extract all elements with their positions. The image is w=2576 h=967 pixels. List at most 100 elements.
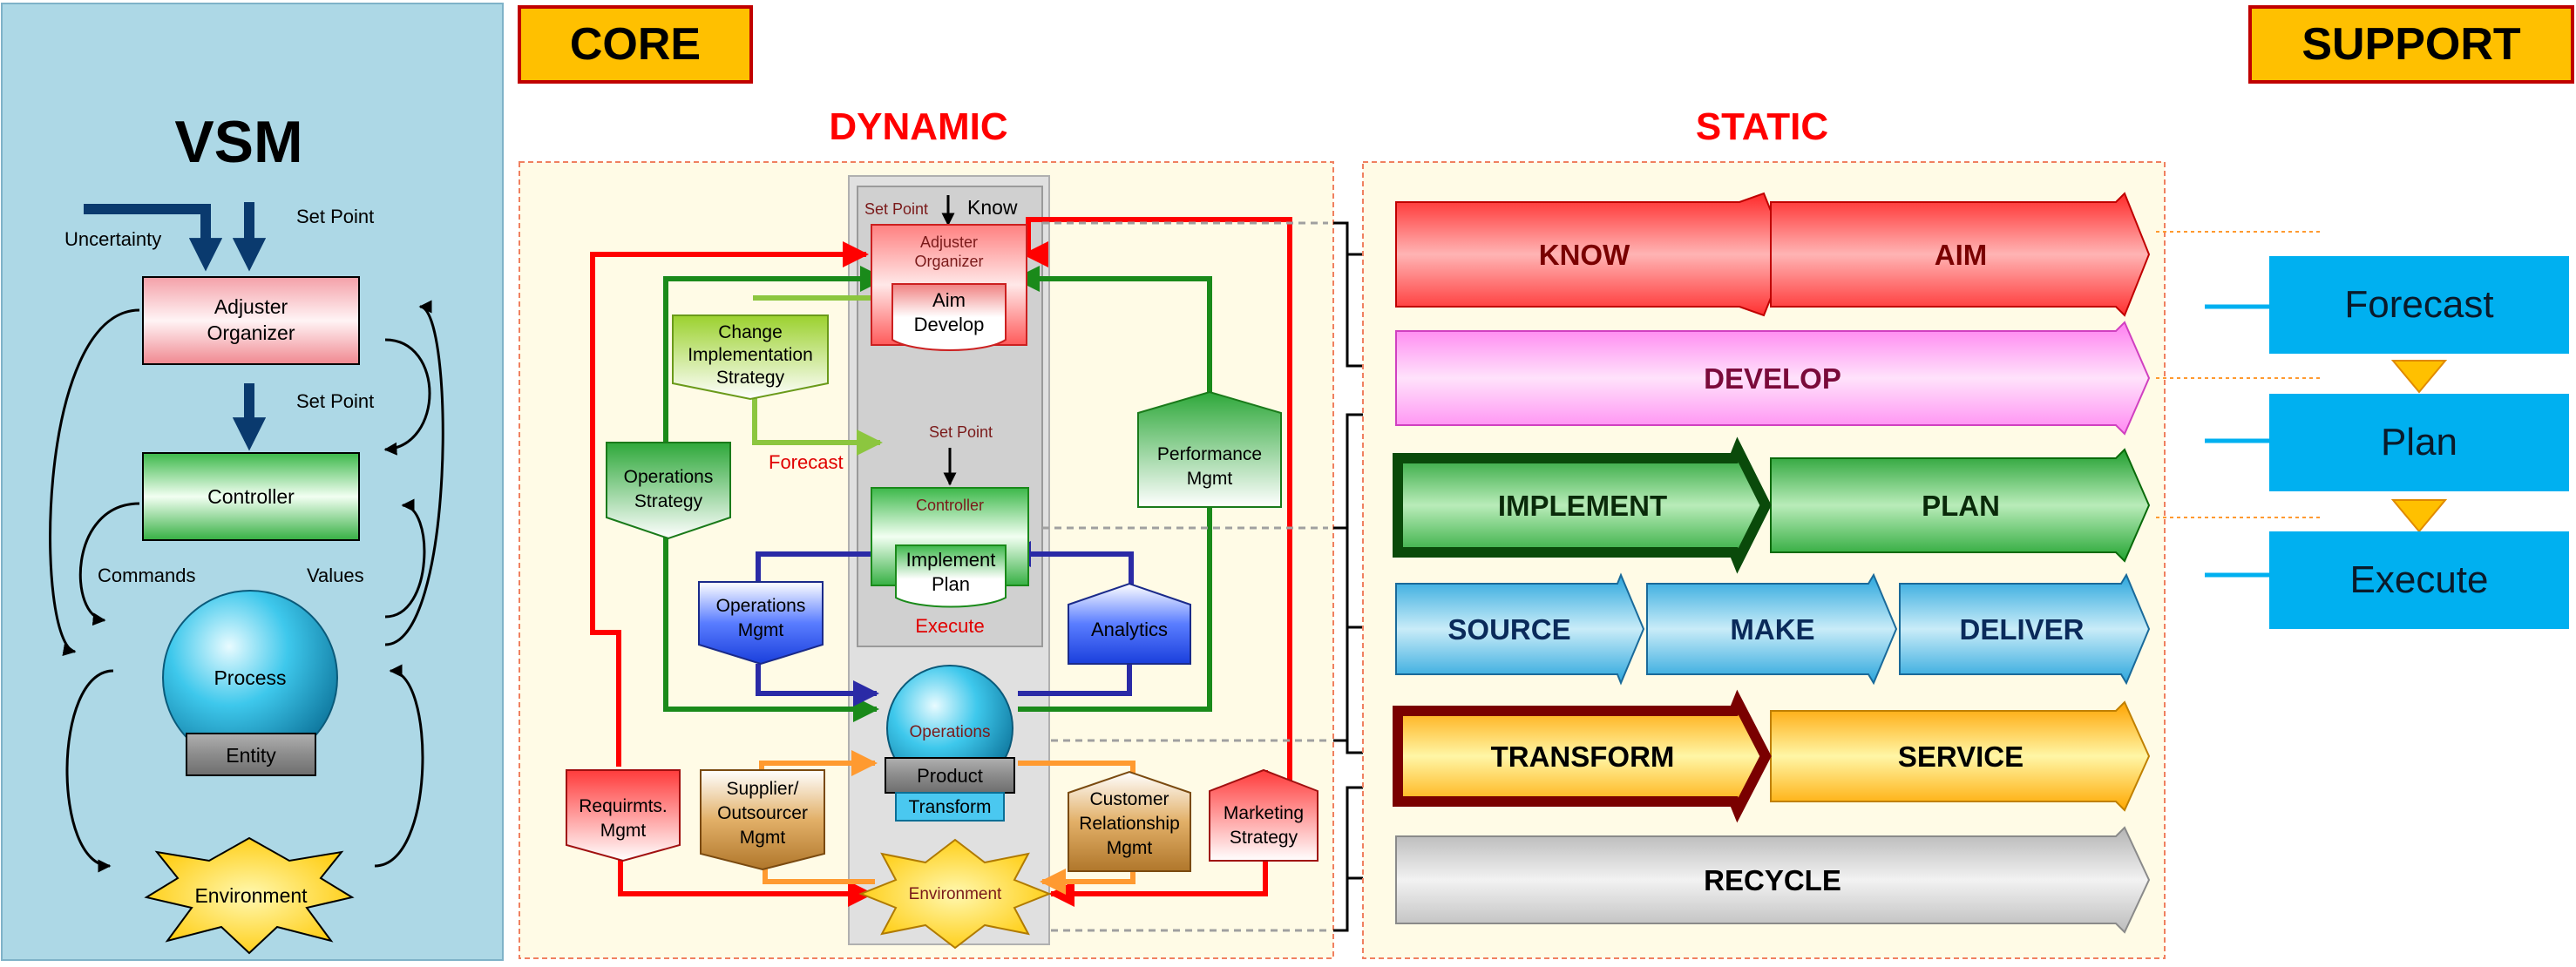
core-execute-label: Execute [915, 615, 985, 637]
change-impl-line1: Change [718, 322, 783, 342]
static-title: STATIC [1696, 105, 1828, 148]
vsm-title: VSM [174, 109, 302, 175]
vsm-environment-label: Environment [194, 884, 308, 907]
arrow-aim-label: AIM [1935, 239, 1988, 271]
change-impl-line3: Strategy [716, 368, 785, 388]
arrow-transform [1393, 689, 1772, 823]
change-impl-line2: Implementation [688, 345, 813, 365]
arrow-source [1395, 572, 1645, 686]
support-execute-label: Execute [2350, 558, 2489, 601]
perf-mgmt-tag [1137, 390, 1282, 508]
core-label: CORE [570, 19, 701, 70]
arrow-plan-label: PLAN [1922, 490, 2000, 522]
vsm-set-point-top-label: Set Point [296, 206, 374, 227]
ops-strategy-line1: Operations [624, 467, 714, 487]
marketing-line1: Marketing [1224, 803, 1304, 823]
arrow-implement [1393, 436, 1772, 574]
support-label-box [2248, 5, 2574, 84]
marketing-line2: Strategy [1230, 828, 1298, 848]
core-forecast-label: Forecast [769, 451, 844, 473]
vsm-entity-label: Entity [226, 744, 276, 767]
vsm-controller-box [142, 452, 360, 541]
arrow-recycle [1395, 826, 2151, 934]
ops-strategy-line2: Strategy [634, 491, 703, 511]
vsm-feedback-arrows [49, 300, 444, 873]
support-forecast-box [2269, 256, 2569, 354]
crm-line1: Customer [1089, 789, 1169, 809]
core-adjuster-line2: Organizer [914, 253, 983, 270]
ops-mgmt-line1: Operations [716, 596, 806, 616]
crm-line2: Relationship [1079, 814, 1180, 834]
perf-mgmt-line2: Mgmt [1187, 469, 1233, 489]
support-plan-label: Plan [2381, 421, 2457, 463]
change-impl-strategy-tag [672, 314, 829, 401]
core-set-point-top-label: Set Point [864, 200, 928, 218]
vsm-environment-star [144, 836, 355, 955]
crm-line3: Mgmt [1107, 838, 1153, 858]
arrow-deliver-label: DELIVER [1959, 613, 2084, 646]
core-aim-develop-line1: Aim [932, 289, 966, 311]
core-aim-develop-tab [891, 283, 1007, 351]
vsm-adjuster-line1: Adjuster [214, 295, 288, 318]
arrow-service [1770, 700, 2151, 812]
core-label-box [518, 5, 753, 84]
core-controller-label: Controller [916, 497, 984, 514]
analytics-tag [1068, 582, 1191, 665]
arrow-implement-label: IMPLEMENT [1498, 490, 1667, 522]
crm-tag [1068, 770, 1191, 872]
support-execute-box [2269, 531, 2569, 629]
support-label: SUPPORT [2301, 19, 2521, 70]
support-down-arrow-2 [2390, 499, 2448, 533]
core-transform-box [895, 792, 1005, 822]
arrow-develop-label: DEVELOP [1704, 362, 1841, 395]
core-implement-plan-line2: Plan [932, 573, 970, 595]
arrow-transform-label: TRANSFORM [1491, 740, 1675, 773]
core-set-point-mid-label: Set Point [929, 423, 993, 441]
vsm-entity-box [186, 733, 316, 776]
marketing-strategy-tag [1209, 768, 1319, 862]
support-down-arrow-1 [2390, 360, 2448, 394]
supplier-line2: Outsourcer [717, 803, 808, 823]
supplier-mgmt-tag [700, 769, 825, 871]
ops-mgmt-line2: Mgmt [738, 620, 784, 640]
perf-mgmt-line1: Performance [1157, 444, 1262, 464]
vsm-controller-label: Controller [207, 485, 295, 508]
dynamic-title: DYNAMIC [829, 105, 1007, 148]
arrow-develop [1395, 321, 2151, 436]
core-implement-plan-line1: Implement [906, 549, 996, 571]
core-product-label: Product [917, 765, 983, 787]
supplier-line1: Supplier/ [727, 779, 799, 799]
arrow-know-label: KNOW [1539, 239, 1630, 271]
core-environment-star [858, 838, 1052, 950]
core-transform-label: Transform [909, 797, 992, 817]
supplier-line3: Mgmt [740, 828, 786, 848]
vsm-values-label: Values [307, 565, 364, 586]
core-environment-label: Environment [909, 885, 1002, 903]
support-forecast-label: Forecast [2344, 283, 2493, 326]
ops-mgmt-tag [698, 581, 824, 666]
requirmts-line2: Mgmt [600, 821, 647, 841]
vsm-adjuster-line2: Organizer [207, 321, 295, 344]
requirements-mgmt-tag [566, 769, 681, 862]
uncertainty-arrow [84, 204, 223, 272]
arrow-recycle-label: RECYCLE [1704, 864, 1841, 896]
arrow-deliver [1899, 572, 2151, 686]
requirmts-line1: Requirmts. [579, 796, 668, 816]
arrow-aim [1770, 192, 2151, 317]
core-aim-develop-line2: Develop [914, 314, 985, 335]
arrow-make-label: MAKE [1730, 613, 1814, 646]
support-plan-box [2269, 394, 2569, 491]
core-know-label: Know [967, 196, 1018, 219]
arrow-service-label: SERVICE [1898, 740, 2024, 773]
analytics-label: Analytics [1091, 619, 1168, 640]
arrow-make [1646, 572, 1898, 686]
vsm-uncertainty-label: Uncertainty [64, 228, 161, 250]
arrow-plan [1770, 448, 2151, 563]
vsm-commands-label: Commands [98, 565, 195, 586]
core-implement-plan-tab [895, 544, 1007, 608]
arrow-source-label: SOURCE [1447, 613, 1570, 646]
vsm-adjuster-box [142, 276, 360, 365]
vsm-set-point-mid-label: Set Point [296, 390, 374, 412]
